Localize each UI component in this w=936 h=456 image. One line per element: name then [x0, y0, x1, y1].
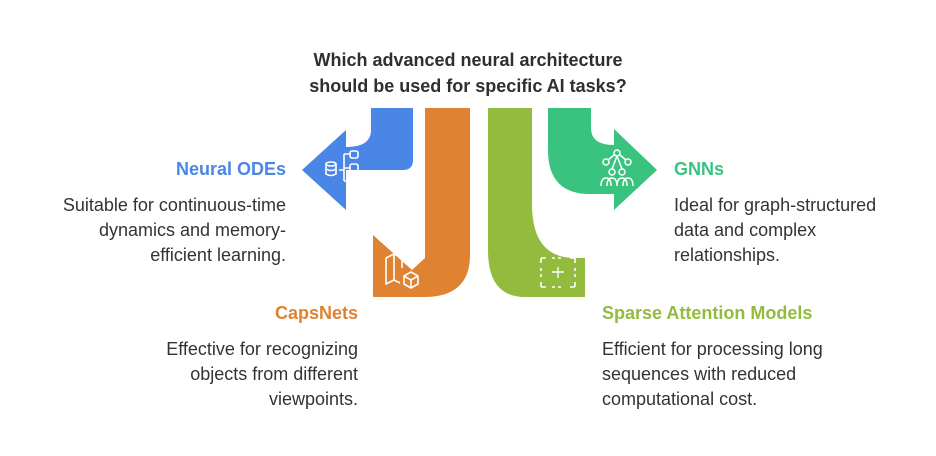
- sparse-attention-description: Efficient for processing long sequences …: [602, 337, 823, 412]
- neural-odes-desc-line-3: efficient learning.: [150, 245, 286, 265]
- gnns-desc-line-2: data and complex: [674, 220, 817, 240]
- capsnets-description: Effective for recognizing objects from d…: [166, 337, 358, 412]
- capsnets-label: CapsNets: [274, 303, 358, 323]
- diagram-title: Which advanced neural architecture shoul…: [268, 47, 668, 99]
- gnns-arrow: [548, 108, 657, 210]
- gnns-desc-line-1: Ideal for graph-structured: [674, 195, 877, 215]
- gnns-description: Ideal for graph-structured data and comp…: [674, 193, 876, 268]
- title-line-1: Which advanced neural architecture: [313, 50, 623, 70]
- dashed-frame-icon: [540, 257, 576, 288]
- map-cube-icon: [385, 253, 419, 289]
- sparse-attention-arrow: [488, 108, 585, 297]
- title-line-2: should be used for specific AI tasks?: [309, 76, 627, 96]
- sparse-attention-desc-line-1: Efficient for processing long: [602, 339, 823, 359]
- neural-odes-label: Neural ODEs: [175, 159, 286, 179]
- sparse-attention-label: Sparse Attention Models: [602, 303, 813, 323]
- sparse-attention-desc-line-3: computational cost.: [602, 389, 758, 409]
- neural-odes-arrow: [302, 108, 413, 210]
- capsnets-desc-line-3: viewpoints.: [268, 389, 358, 409]
- gnns-label: GNNs: [674, 159, 725, 179]
- capsnets-desc-line-2: objects from different: [190, 364, 358, 384]
- neural-odes-desc-line-1: Suitable for continuous-time: [62, 195, 286, 215]
- neural-odes-description: Suitable for continuous-time dynamics an…: [63, 193, 286, 268]
- capsnets-desc-line-1: Effective for recognizing: [166, 339, 358, 359]
- people-network-icon: [600, 149, 634, 187]
- sparse-attention-desc-line-2: sequences with reduced: [602, 364, 797, 384]
- capsnets-arrow: [373, 108, 470, 297]
- database-tree-icon: [325, 150, 359, 185]
- gnns-desc-line-3: relationships.: [674, 245, 781, 265]
- neural-odes-desc-line-2: dynamics and memory-: [98, 220, 286, 240]
